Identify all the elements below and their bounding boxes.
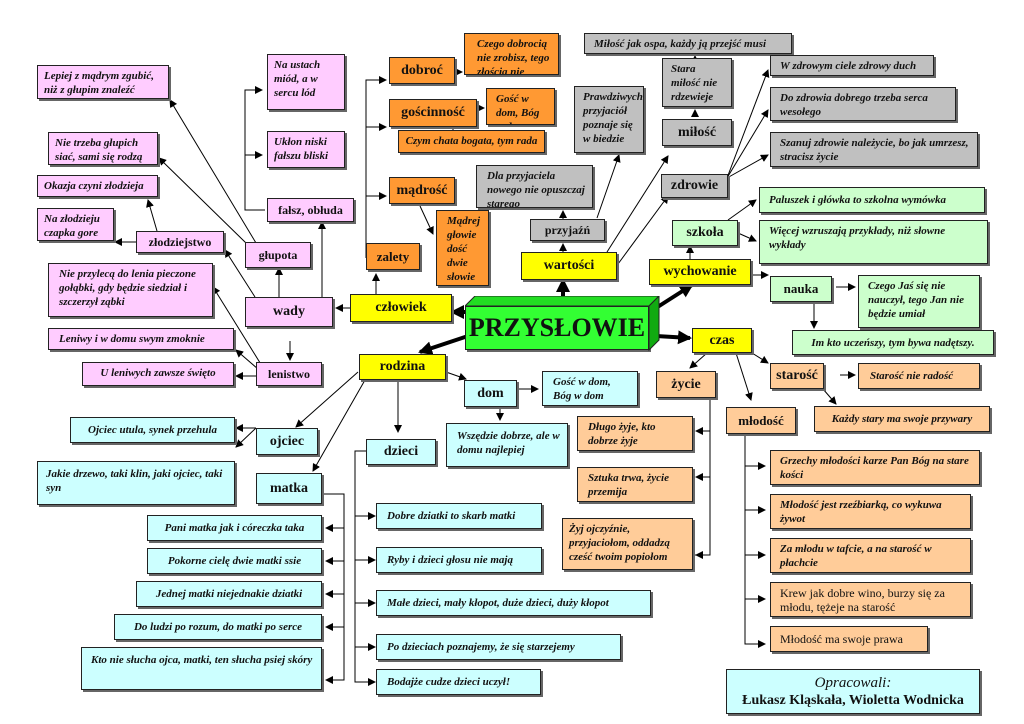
node-nauka[interactable]: nauka [770, 276, 832, 302]
proverb-card[interactable]: Czego dobrocią nie zrobisz, tego złością… [464, 33, 559, 75]
node-dzieci[interactable]: dzieci [366, 439, 436, 465]
category-czas[interactable]: czas [692, 328, 752, 353]
proverb-card[interactable]: Za młodu w tafcie, a na starość w płachc… [770, 538, 971, 573]
node-mlodosc[interactable]: młodość [726, 407, 796, 434]
category-rodzina[interactable]: rodzina [359, 354, 446, 380]
proverb-card[interactable]: Po dzieciach poznajemy, że się starzejem… [376, 634, 621, 660]
proverb-card[interactable]: Do zdrowia dobrego trzeba serca wesołego [770, 87, 956, 121]
proverb-card[interactable]: Paluszek i główka to szkolna wymówka [759, 187, 985, 213]
proverb-card[interactable]: Sztuka trwa, życie przemija [577, 467, 693, 502]
proverb-card[interactable]: Małe dzieci, mały kłopot, duże dzieci, d… [376, 590, 651, 616]
proverb-card[interactable]: Gość w dom, Bóg w dom [542, 371, 638, 406]
proverb-card[interactable]: Czym chata bogata, tym rada [398, 130, 545, 153]
proverb-card[interactable]: U leniwych zawsze święto [82, 362, 234, 386]
proverb-card[interactable]: Jakie drzewo, taki klin, jaki ojciec, ta… [37, 461, 235, 505]
proverb-card[interactable]: Lepiej z mądrym zgubić, niż z głupim zna… [37, 65, 169, 99]
node-zlodziejstwo[interactable]: złodziejstwo [136, 231, 224, 253]
node-glupota[interactable]: głupota [245, 242, 311, 268]
central-topic-3d-edge [465, 296, 660, 352]
proverb-card[interactable]: Ukłon niski fałszu bliski [267, 131, 345, 168]
proverb-card[interactable]: Okazja czyni złodzieja [37, 175, 158, 197]
node-starosc[interactable]: starość [770, 363, 824, 389]
proverb-card[interactable]: Do ludzi po rozum, do matki po serce [114, 614, 322, 640]
node-ojciec[interactable]: ojciec [256, 428, 318, 455]
proverb-card[interactable]: Nie przylecą do lenia pieczone gołąbki, … [48, 263, 213, 317]
proverb-card[interactable]: W zdrowym ciele zdrowy duch [770, 55, 934, 76]
proverb-card[interactable]: Żyj ojczyźnie, przyjaciołom, oddadzą cze… [562, 518, 693, 570]
node-dom[interactable]: dom [464, 380, 517, 407]
proverb-card[interactable]: Na złodzieju czapka gore [37, 208, 114, 241]
proverb-card[interactable]: Prawdziwych przyjaciół poznaje się w bie… [574, 86, 644, 153]
category-czlowiek[interactable]: człowiek [350, 294, 452, 322]
proverb-card[interactable]: Pokorne cielę dwie matki ssie [147, 548, 322, 574]
proverb-card[interactable]: Czego Jaś się nie nauczył, tego Jan nie … [858, 275, 980, 328]
node-goscinnosc[interactable]: gościnność [389, 99, 477, 127]
proverb-card[interactable]: Młodość jest rzeźbiarką, co wykuwa żywot [770, 494, 971, 529]
proverb-card[interactable]: Kto nie słucha ojca, matki, ten słucha p… [81, 647, 322, 690]
proverb-card[interactable]: Dla przyjaciela nowego nie opuszczaj sta… [476, 165, 593, 208]
proverb-card[interactable]: Grzechy młodości karze Pan Bóg na stare … [770, 450, 980, 485]
category-wartosci[interactable]: wartości [521, 252, 617, 280]
proverb-card[interactable]: Nie trzeba głupich siać, sami się rodzą [48, 132, 158, 165]
proverb-card[interactable]: Dobre dziatki to skarb matki [376, 503, 542, 529]
node-przyjazn[interactable]: przyjaźń [530, 219, 605, 241]
proverb-card[interactable]: Młodość ma swoje prawa [770, 626, 928, 652]
node-wady[interactable]: wady [245, 297, 333, 327]
node-zdrowie[interactable]: zdrowie [661, 174, 728, 198]
proverb-card[interactable]: Więcej wzruszają przykłady, niż słowne w… [759, 220, 988, 264]
proverb-card[interactable]: Ojciec utula, synek przehula [70, 417, 235, 443]
node-dobroc[interactable]: dobroć [389, 57, 455, 84]
proverb-card[interactable]: Wszędzie dobrze, ale w domu najlepiej [446, 423, 568, 467]
node-zalety[interactable]: zalety [366, 243, 420, 270]
proverb-card[interactable]: Na ustach miód, a w sercu lód [267, 54, 345, 110]
proverb-card[interactable]: Starość nie radość [858, 363, 980, 389]
proverb-card[interactable]: Jednej matki niejednakie dziatki [136, 581, 322, 607]
proverb-card[interactable]: Gość w dom, Bóg w dom [486, 88, 555, 125]
proverb-card[interactable]: Bodajże cudze dzieci uczył! [376, 669, 541, 695]
node-falsz-obluda[interactable]: fałsz, obłuda [267, 198, 354, 222]
proverb-card[interactable]: Ryby i dzieci głosu nie mają [376, 547, 542, 573]
credits-box: Opracowali: Łukasz Kląskała, Wioletta Wo… [726, 669, 980, 714]
proverb-card[interactable]: Każdy stary ma swoje przywary [814, 406, 990, 432]
node-madrosc[interactable]: mądrość [389, 177, 455, 204]
proverb-card[interactable]: Długo żyje, kto dobrze żyje [577, 416, 693, 451]
node-milosc[interactable]: miłość [662, 119, 732, 146]
proverb-card[interactable]: Im kto uczeńszy, tym bywa nadętszy. [792, 330, 994, 355]
node-szkola[interactable]: szkoła [672, 220, 738, 246]
proverb-card[interactable]: Szanuj zdrowie należycie, bo jak umrzesz… [770, 132, 978, 167]
proverb-card[interactable]: Miłość jak ospa, każdy ją przejść musi [584, 33, 792, 54]
proverb-card[interactable]: Stara miłość nie rdzewieje [662, 58, 732, 107]
node-lenistwo[interactable]: lenistwo [256, 362, 322, 386]
node-zycie[interactable]: życie [656, 371, 716, 398]
credits-authors: Łukasz Kląskała, Wioletta Wodnicka [742, 692, 964, 708]
proverb-card[interactable]: Pani matka jak i córeczka taka [147, 515, 322, 541]
proverb-card[interactable]: Mądrej głowie dość dwie słowie [436, 210, 489, 286]
node-matka[interactable]: matka [256, 473, 322, 504]
credits-role: Opracowali: [814, 674, 892, 691]
proverb-card[interactable]: Leniwy i w domu swym zmoknie [48, 328, 234, 350]
central-topic[interactable]: PRZYSŁOWIE [465, 306, 649, 350]
category-wychowanie[interactable]: wychowanie [649, 259, 751, 285]
proverb-card[interactable]: Krew jak dobre wino, burzy się za młodu,… [770, 582, 971, 617]
